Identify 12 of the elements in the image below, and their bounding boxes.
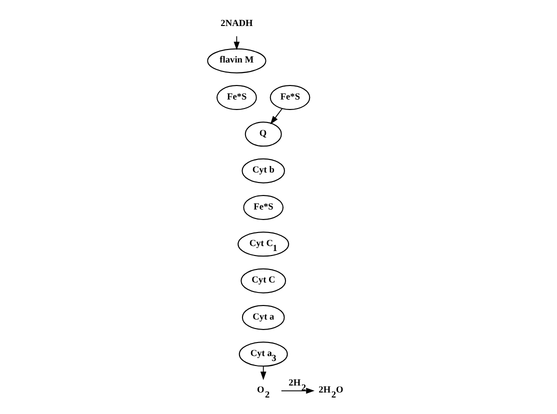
node-ellipse: Fe*S [216, 84, 257, 110]
arrow [280, 387, 315, 394]
node-ellipse: Cyt b [242, 158, 285, 183]
node-ellipse: flavin M [207, 48, 266, 73]
node-ellipse: Fe*S [243, 194, 284, 220]
node-ellipse: Fe*S [270, 84, 310, 110]
node-ellipse: Cyt C [240, 268, 286, 293]
node-text: 2NADH [220, 18, 253, 29]
arrow [260, 365, 266, 380]
node-ellipse: Q [244, 121, 282, 146]
node-ellipse: Cyt a [242, 304, 285, 330]
arrow [270, 108, 283, 124]
